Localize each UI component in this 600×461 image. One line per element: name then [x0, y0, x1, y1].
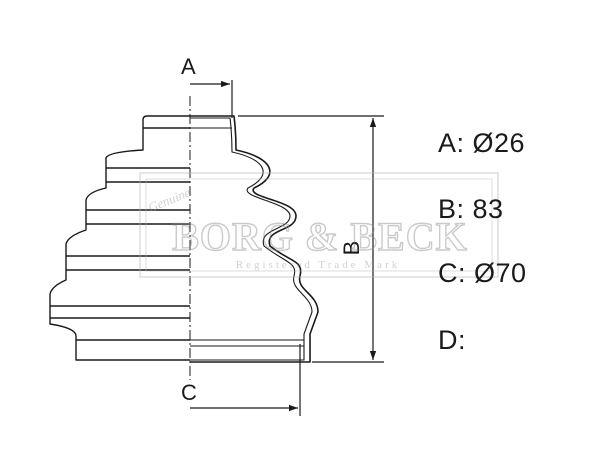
dimension-c [190, 344, 301, 416]
boot-exterior-half [49, 115, 190, 361]
spec-label: B: [438, 194, 465, 224]
watermark-brand: BORG & BECK [172, 214, 467, 259]
dimension-a-label: A [181, 54, 196, 79]
spec-row-b: B: 83 [438, 194, 504, 225]
spec-row-c: C: Ø70 [438, 258, 527, 289]
spec-label: A: [438, 128, 465, 158]
spec-value: Ø26 [472, 128, 526, 158]
spec-value: Ø70 [474, 258, 527, 288]
dimension-c-label: C [181, 380, 197, 405]
spec-label: C: [438, 258, 466, 288]
boot-section-half [190, 115, 319, 363]
spec-row-a: A: Ø26 [438, 128, 525, 159]
dimension-a [190, 80, 233, 118]
spec-row-d: D: [438, 325, 466, 356]
dimension-b [238, 115, 384, 363]
watermark-tagline: Registered Trade Mark [236, 259, 400, 271]
brand-watermark: Genuine BORG & BECK Registered Trade Mar… [139, 172, 499, 278]
dimension-b-label: B [339, 241, 364, 256]
spec-label: D: [438, 325, 466, 355]
spec-value: 83 [472, 194, 504, 224]
